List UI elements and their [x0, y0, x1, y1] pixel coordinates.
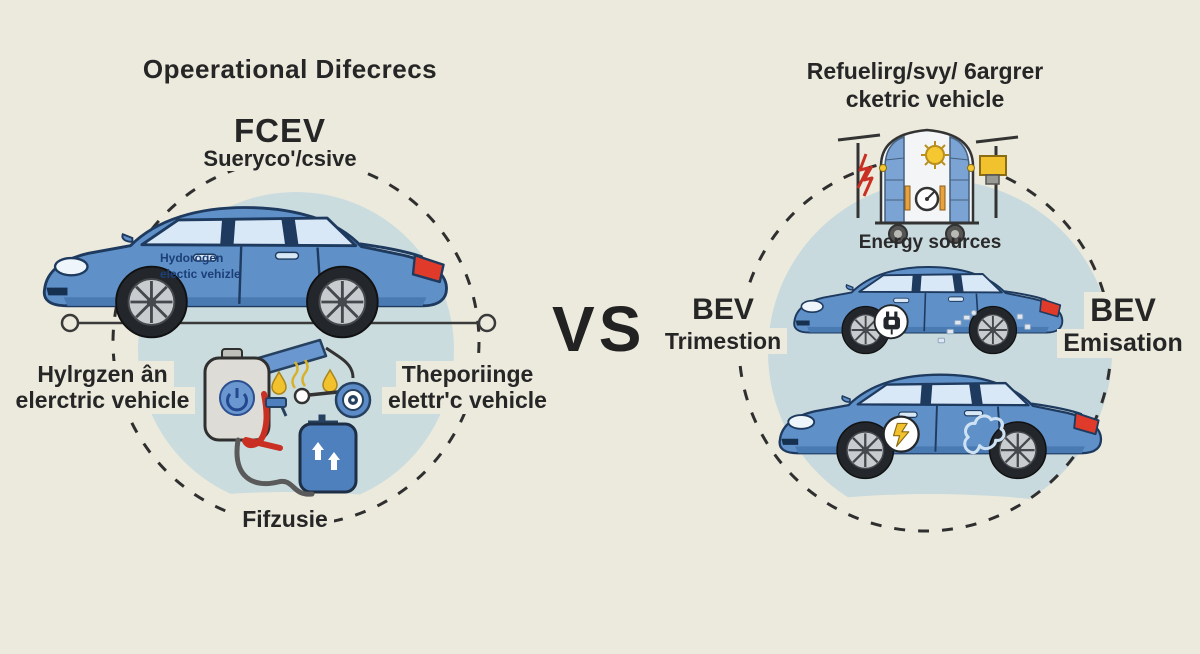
bev-right-text: BEV	[1084, 292, 1162, 329]
charge-flow-dashes	[937, 309, 1031, 344]
theporiinge-vehicle-label: Theporiinge elettr'c vehicle	[370, 361, 565, 414]
theporiinge-label-line1: Theporiinge	[395, 361, 540, 388]
bev-car-emission-illustration	[772, 364, 1108, 486]
vs-label: VS	[552, 292, 645, 366]
power-button-icon	[226, 388, 248, 412]
theporiinge-label-line2: elettr'c vehicle	[382, 387, 553, 414]
sun-icon	[921, 141, 949, 169]
left-title-text: Opeerational Difecrecs	[142, 54, 438, 84]
door-label-line1: Hydorogen	[160, 251, 224, 265]
fcev-heading-text: FCEV	[233, 112, 326, 149]
bev-trimestion-label: BEV Trimestion	[648, 293, 798, 354]
charging-station-illustration	[837, 128, 1019, 244]
fcev-subheading-text: Sueryco'/csive	[197, 146, 363, 172]
fcev-heading: FCEV	[180, 112, 380, 150]
hydrogen-tank-icon	[298, 414, 358, 494]
fcev-subheading: Sueryco'/csive	[130, 146, 430, 172]
indicator-bar-left	[904, 185, 911, 211]
fuel-hose	[234, 437, 315, 497]
hydrogen-label-line2: elerctric vehicle	[9, 387, 196, 414]
baseline-connector	[60, 313, 497, 333]
h2-arrow-icon	[328, 452, 340, 470]
right-title: Refuelirg/svy/ 6argrer cketric vehicle	[775, 58, 1075, 113]
station-body	[875, 128, 979, 244]
lightning-bolt-icon	[892, 422, 910, 447]
fcev-dashed-ring	[111, 157, 481, 527]
hydrogen-label-line1: Hylrgzen ân	[31, 361, 174, 388]
gauge-icon	[914, 186, 940, 212]
energy-sources-text: Energy sources	[858, 232, 1002, 253]
power-pole-left	[837, 133, 881, 218]
lightning-badge	[882, 415, 920, 453]
charging-plug-icon	[883, 311, 900, 335]
transformer-box-icon	[979, 155, 1007, 176]
station-wheel-right	[945, 224, 965, 244]
door-label-line2: electic vehizle	[160, 267, 241, 282]
fcev-car-door-label: Hydorogen electic vehizle	[160, 250, 290, 282]
fuel-drops-icon	[271, 359, 338, 395]
bev-mid-text: BEV	[686, 293, 760, 328]
pipe-joint	[293, 387, 311, 405]
bev-car-charging-illustration	[788, 258, 1068, 360]
fifzusie-label: Fifzusie	[195, 506, 375, 533]
fifzusie-label-text: Fifzusie	[236, 506, 334, 533]
station-wheel-left	[888, 224, 908, 244]
emisation-text: Emisation	[1057, 328, 1189, 358]
vs-text: VS	[552, 293, 646, 365]
h2-arrow-icon	[312, 442, 324, 460]
indicator-bar-right	[939, 185, 946, 211]
hydrogen-generator-icon	[203, 348, 271, 442]
power-pole-right	[975, 135, 1019, 218]
right-title-line1: Refuelirg/svy/ 6argrer	[806, 58, 1044, 84]
bev-emisation-label: BEV Emisation	[1048, 292, 1198, 358]
energy-sources-label: Energy sources	[830, 232, 1030, 254]
faucet-icon	[265, 397, 288, 417]
right-title-line2: cketric vehicle	[845, 85, 1005, 112]
power-line-spark-icon	[856, 153, 874, 197]
exhaust-cloud-icon	[963, 414, 1006, 455]
charging-plug-badge	[873, 304, 909, 340]
pulley-wheel-icon	[334, 381, 372, 419]
trimestion-text: Trimestion	[658, 327, 788, 354]
hydrogen-vehicle-label: Hylrgzen ân elerctric vehicle	[5, 361, 200, 414]
left-title: Opeerational Difecrecs	[125, 54, 455, 85]
fuel-cell-diagram	[203, 338, 372, 497]
fuel-nozzle-icon	[242, 391, 283, 451]
